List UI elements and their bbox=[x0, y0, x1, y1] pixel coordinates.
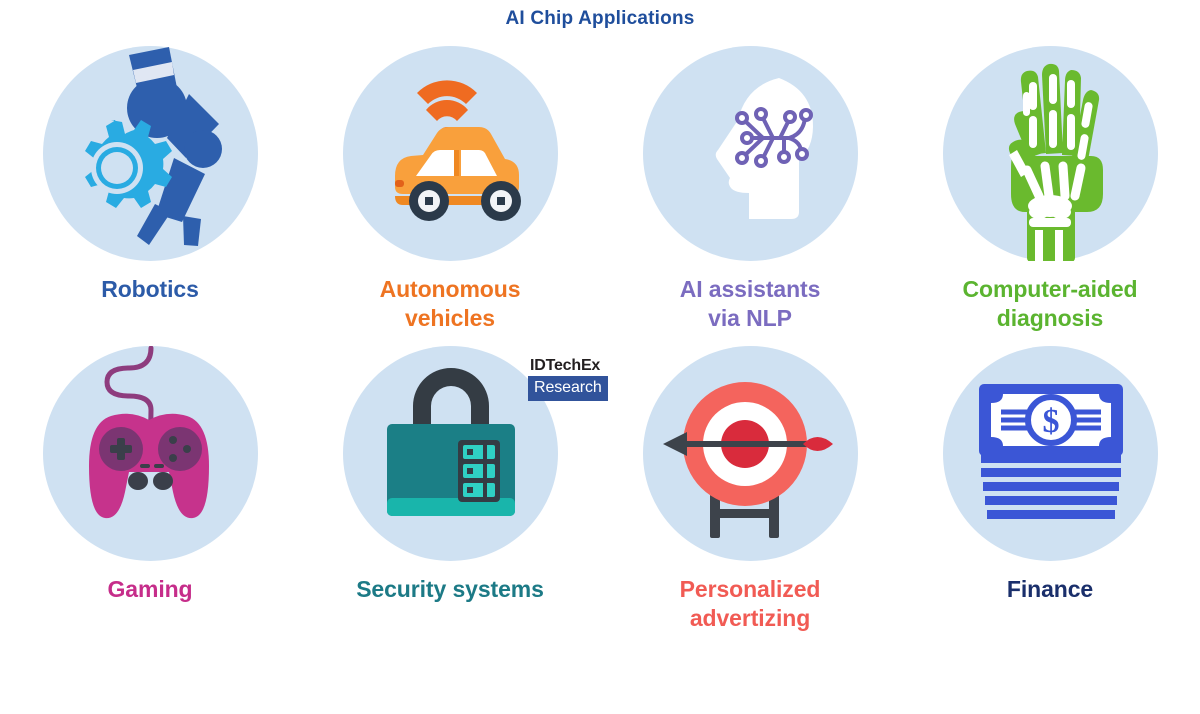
applications-row-top: Robotics bbox=[0, 46, 1200, 346]
label-line: advertizing bbox=[689, 604, 811, 631]
label-line: Robotics bbox=[101, 276, 199, 302]
application-label-gaming: Gaming bbox=[107, 575, 192, 604]
label-line: vehicles bbox=[405, 304, 495, 331]
application-label-finance: Finance bbox=[1007, 575, 1093, 604]
label-line: Finance bbox=[1006, 576, 1094, 602]
application-card-robotics[interactable]: Robotics bbox=[0, 46, 300, 346]
label-line: diagnosis bbox=[996, 304, 1104, 331]
icon-circle-robotics bbox=[42, 46, 258, 261]
application-card-computer-aided-diagnosis[interactable]: Computer-aided diagnosis bbox=[900, 46, 1200, 346]
application-label-computer-aided-diagnosis: Computer-aided diagnosis bbox=[963, 275, 1138, 333]
label-line: Security systems bbox=[356, 576, 544, 602]
brand-wordmark: IDTechEx bbox=[530, 357, 601, 374]
application-card-autonomous-vehicles[interactable]: Autonomous vehicles bbox=[300, 46, 600, 346]
application-card-personalized-advertizing[interactable]: Personalized advertizing bbox=[600, 346, 900, 646]
target-arrow-icon bbox=[662, 382, 833, 538]
application-card-gaming[interactable]: Gaming bbox=[0, 346, 300, 646]
label-line: Gaming bbox=[107, 576, 193, 602]
connected-car-icon bbox=[394, 80, 521, 221]
gamepad-icon bbox=[88, 346, 209, 519]
padlock-icon bbox=[386, 368, 515, 516]
application-label-security-systems: Security systems bbox=[356, 575, 544, 604]
head-neural-network-icon bbox=[715, 78, 813, 219]
page-title: AI Chip Applications bbox=[505, 8, 695, 29]
label-line: Personalized bbox=[679, 576, 821, 602]
application-card-finance[interactable]: $ Finance bbox=[900, 346, 1200, 646]
application-label-autonomous-vehicles: Autonomous vehicles bbox=[380, 275, 521, 333]
icon-circle-autonomous-vehicles bbox=[342, 46, 558, 261]
label-line: Autonomous bbox=[379, 276, 521, 302]
label-line: via NLP bbox=[708, 304, 792, 331]
brand-sub-label: Research bbox=[528, 376, 608, 401]
banknotes-icon: $ bbox=[978, 384, 1123, 519]
brand-logo: IDTechEx Research bbox=[528, 357, 648, 401]
svg-text:$: $ bbox=[1042, 403, 1059, 440]
application-label-ai-assistants: AI assistants via NLP bbox=[680, 275, 821, 333]
hand-xray-icon bbox=[1008, 63, 1103, 261]
application-label-personalized-advertizing: Personalized advertizing bbox=[680, 575, 821, 633]
icon-circle-finance: $ bbox=[942, 346, 1158, 561]
application-card-security-systems[interactable]: Security systems bbox=[300, 346, 600, 646]
robot-arm-gear-icon bbox=[84, 47, 222, 246]
application-card-ai-assistants[interactable]: AI assistants via NLP bbox=[600, 46, 900, 346]
applications-grid: Robotics bbox=[0, 46, 1200, 646]
icon-circle-ai-assistants bbox=[642, 46, 858, 261]
applications-row-bottom: Gaming bbox=[0, 346, 1200, 646]
application-label-robotics: Robotics bbox=[101, 275, 199, 304]
icon-circle-gaming bbox=[42, 346, 258, 561]
label-line: AI assistants bbox=[679, 276, 821, 302]
label-line: Computer-aided bbox=[962, 276, 1138, 302]
icon-circle-security-systems bbox=[342, 346, 558, 561]
icon-circle-personalized-advertizing bbox=[642, 346, 858, 561]
icon-circle-computer-aided-diagnosis bbox=[942, 46, 1158, 261]
